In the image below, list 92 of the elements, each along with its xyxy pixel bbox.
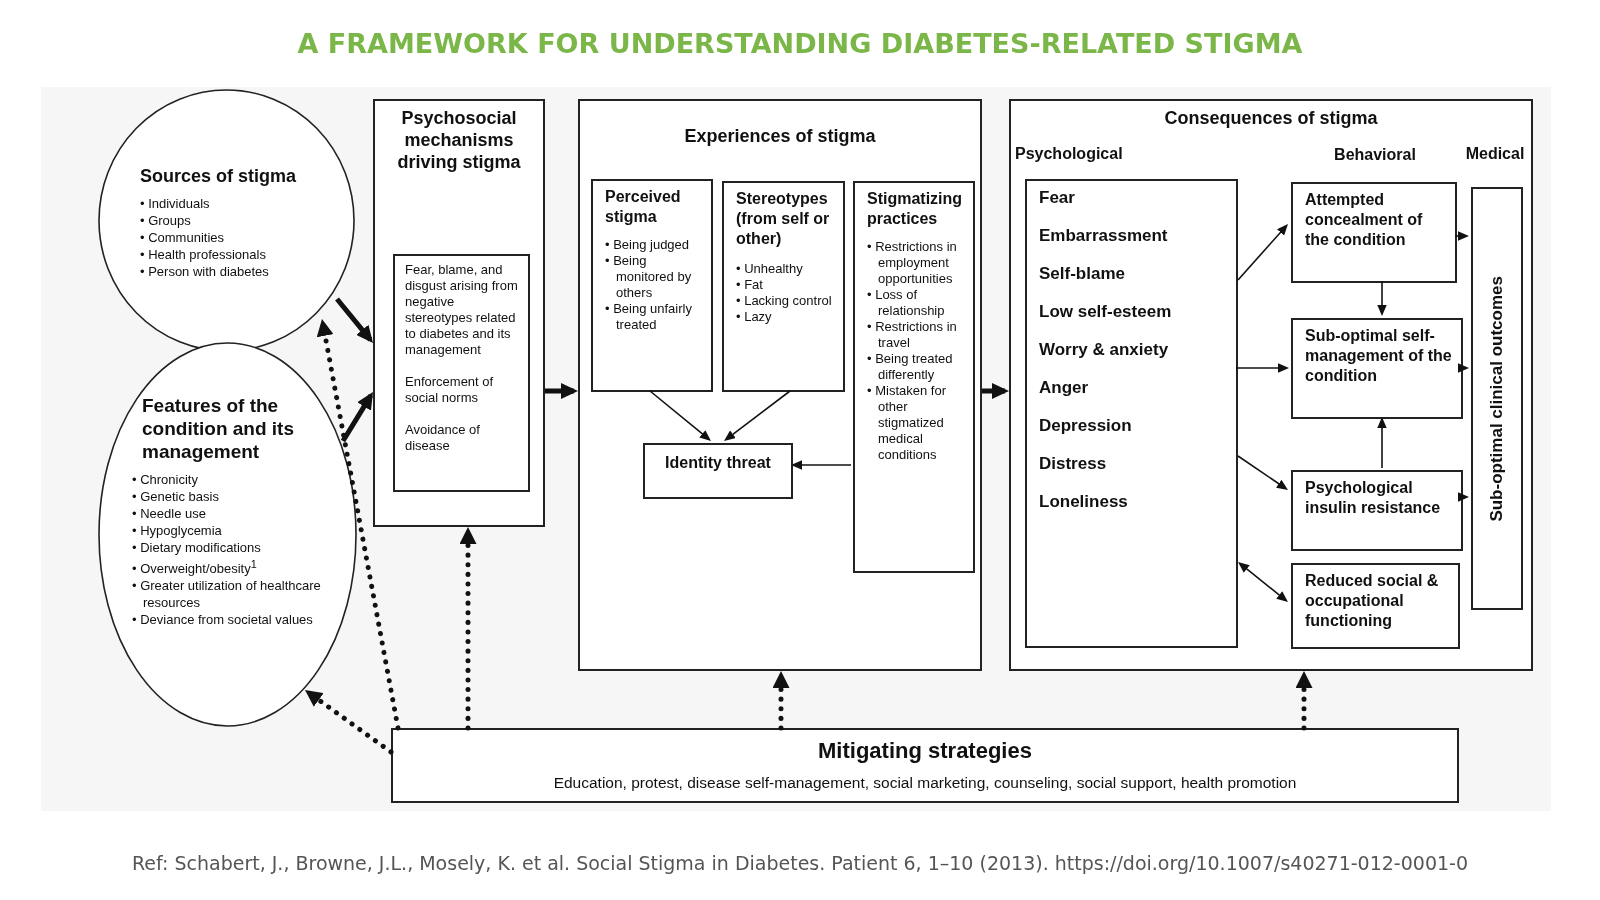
node-text: Fear	[1039, 187, 1076, 209]
column-heading: Medical	[1464, 144, 1526, 164]
process-box	[393, 254, 530, 492]
list-item: • Deviance from societal values	[132, 611, 314, 629]
dotted-arrow	[1295, 671, 1313, 731]
arrow	[1237, 455, 1288, 490]
arrow	[724, 390, 791, 441]
node-text: Worry & anxiety	[1039, 339, 1170, 361]
node-heading: Perceived stigma	[605, 187, 682, 227]
arrow	[791, 460, 852, 470]
node-text: Low self-esteem	[1039, 301, 1173, 323]
arrow	[1377, 280, 1387, 316]
arrow	[649, 390, 711, 441]
arrow	[982, 383, 1009, 399]
node-text: Fear, blame, and disgust arising from negative stereotypes related to diabetes and its management	[405, 262, 519, 358]
list-item: • Loss of relationship	[867, 287, 946, 319]
list-item: • Restrictions in employment opportunities	[867, 239, 958, 287]
node-text: Loneliness	[1039, 491, 1129, 513]
process-box	[391, 728, 1459, 803]
list-item: • Person with diabetes	[140, 263, 270, 280]
node-text: Attempted concealment of the condition	[1305, 190, 1424, 250]
group-box	[1009, 99, 1533, 671]
arrow	[1377, 417, 1387, 469]
diagram-title: A FRAMEWORK FOR UNDERSTANDING DIABETES-RELATED STIGMA	[296, 28, 1304, 59]
group-box	[373, 99, 545, 527]
process-box	[853, 181, 975, 573]
list-item: • Overweight/obesity$^{1}$	[132, 557, 258, 578]
list-item: • Health professionals	[140, 246, 267, 263]
list-item: • Hypoglycemia	[132, 522, 223, 539]
node-heading: Mitigating strategies	[817, 738, 1033, 764]
arrow	[340, 392, 374, 443]
process-box	[1291, 318, 1463, 419]
list-item: • Being judged	[605, 237, 691, 253]
arrow	[1454, 231, 1469, 241]
node-heading: Stigmatizing practices	[867, 189, 964, 229]
list-item: • Groups	[140, 212, 192, 229]
list-item: • Communities	[140, 229, 226, 246]
arrow	[1237, 224, 1288, 281]
list-item: • Being unfairly treated	[605, 301, 693, 333]
column-heading: Behavioral	[1333, 146, 1417, 164]
node-text: Reduced social & occupational functioning	[1305, 571, 1440, 631]
list-item: • Lacking control	[736, 293, 833, 309]
arrow	[545, 383, 578, 399]
dotted-arrow	[305, 689, 394, 755]
node-text: Psychological insulin resistance	[1305, 478, 1442, 518]
node-text: Distress	[1039, 453, 1108, 475]
node-heading: Experiences of stigma	[683, 125, 877, 147]
reference-caption: Ref: Schabert, J., Browne, J.L., Mosely, K. et al. Social Stigma in Diabetes. Patient 6, 1–10 (2013). https://doi.org/10.1007/s40271-012-0001-0	[130, 852, 1470, 874]
list-item: • Chronicity	[132, 471, 199, 488]
list-item: • Mistaken for other stigmatized medical conditions	[867, 383, 947, 463]
node-heading: Stereotypes (from self or other)	[736, 189, 831, 249]
node-text: Depression	[1039, 415, 1133, 437]
arrow	[1235, 363, 1289, 373]
list-item: • Being monitored by others	[605, 253, 693, 301]
list-item: • Dietary modifications	[132, 539, 262, 556]
process-box	[1291, 470, 1463, 551]
node-text: Education, protest, disease self-management, social marketing, counseling, social support, health promotion	[552, 773, 1298, 793]
dotted-arrow	[316, 319, 401, 731]
list-item: • Fat	[736, 277, 764, 293]
list-item: • Genetic basis	[132, 488, 220, 505]
process-box	[643, 443, 793, 499]
list-item: • Individuals	[140, 195, 211, 212]
process-box	[591, 179, 713, 392]
process-box	[1291, 563, 1460, 649]
node-heading: Psychosocial mechanisms driving stigma	[396, 107, 522, 173]
node-text: Sub-optimal clinical outcomes	[1486, 275, 1507, 522]
node-heading: Consequences of stigma	[1163, 107, 1379, 129]
group-box	[578, 99, 982, 671]
node-text: Enforcement of social norms	[405, 374, 495, 406]
process-box	[722, 181, 845, 392]
list-item: • Restrictions in travel	[867, 319, 958, 351]
node-heading: Sources of stigma	[140, 165, 298, 187]
node-heading: Features of the condition and its management	[141, 394, 295, 463]
list-item: • Unhealthy	[736, 261, 804, 277]
list-item: • Lazy	[736, 309, 773, 325]
list-item: • Being treated differently	[867, 351, 954, 383]
arrow	[1457, 492, 1469, 502]
node-text: Self-blame	[1039, 263, 1126, 285]
arrow	[1238, 562, 1288, 602]
list-item: • Needle use	[132, 505, 207, 522]
list-item: • Greater utilization of healthcare resources	[132, 577, 322, 612]
column-heading: Psychological	[1015, 144, 1123, 164]
dotted-arrow	[772, 671, 790, 731]
arrow	[335, 297, 373, 343]
process-box	[1291, 182, 1457, 283]
node-text: Anger	[1039, 377, 1090, 399]
node-text: Embarrassment	[1039, 225, 1169, 247]
node-text: Avoidance of disease	[405, 422, 481, 454]
dotted-arrow	[459, 527, 477, 731]
arrow	[1457, 363, 1469, 373]
node-heading: Identity threat	[664, 453, 772, 473]
node-text: Sub-optimal self-management of the condition	[1305, 326, 1453, 386]
